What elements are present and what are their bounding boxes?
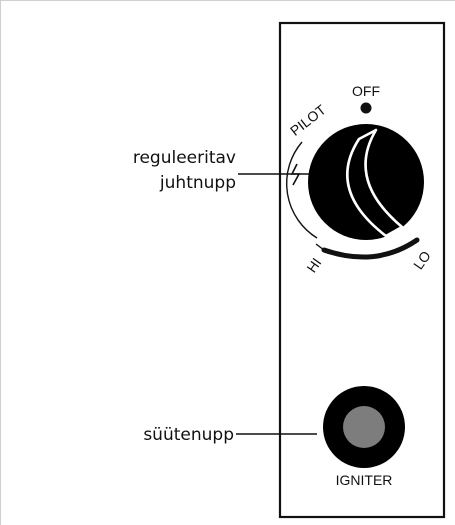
knob-callout-line1: reguleeritav <box>133 148 236 168</box>
dial-off-label: OFF <box>352 83 380 99</box>
knob-grip-outline <box>346 128 404 238</box>
dial-scale-arc <box>285 141 318 239</box>
knob-callout-line2: juhtnupp <box>159 173 236 193</box>
control-panel <box>278 21 446 519</box>
igniter-label: IGNITER <box>336 472 393 488</box>
dial-lo-label: LO <box>410 248 434 273</box>
flame-range-arc <box>321 237 420 260</box>
control-knob[interactable] <box>308 124 424 240</box>
flame-range-arc-tail <box>315 243 325 251</box>
igniter-button[interactable] <box>343 406 385 448</box>
igniter-callout: süütenupp <box>143 425 234 445</box>
dial-hi-label: HI <box>303 255 324 276</box>
off-position-dot <box>360 102 372 114</box>
dial-pilot-label: PILOT <box>287 101 329 139</box>
